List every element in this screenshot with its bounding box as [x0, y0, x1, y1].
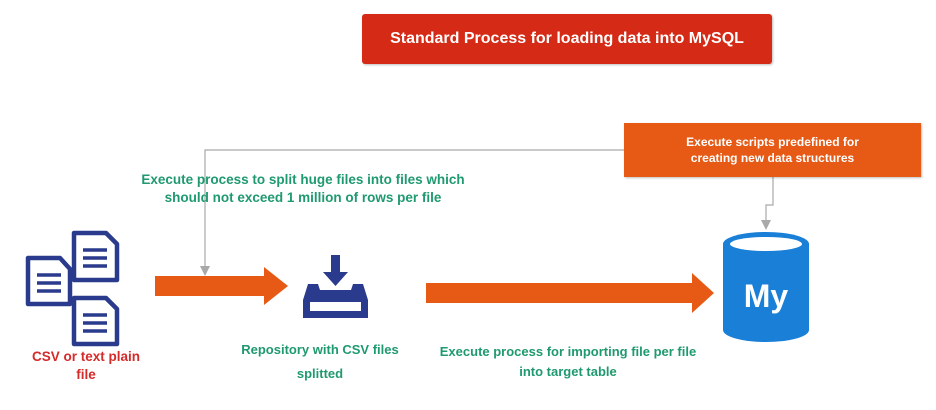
- connector-to-db: [765, 177, 774, 222]
- connector-to-split-head: [200, 266, 210, 276]
- arrow-import: [426, 273, 714, 313]
- scripts-step-box: Execute scripts predefined for creating …: [624, 123, 921, 177]
- page-title: Standard Process for loading data into M…: [362, 14, 772, 64]
- db-logo-text: My: [744, 278, 789, 314]
- connector-to-split: [204, 149, 624, 268]
- document-icon: [25, 230, 120, 347]
- repository-label: Repository with CSV files splitted: [241, 342, 399, 381]
- split-step-label: Execute process to split huge files into…: [141, 172, 465, 205]
- csv-source-label: CSV or text plain file: [31, 349, 141, 382]
- import-step-label: Execute process for importing file per f…: [439, 344, 697, 379]
- mysql-database-icon: [723, 232, 809, 342]
- download-tray-icon: [303, 255, 368, 318]
- arrow-split: [155, 267, 288, 305]
- connector-to-db-head: [761, 220, 771, 230]
